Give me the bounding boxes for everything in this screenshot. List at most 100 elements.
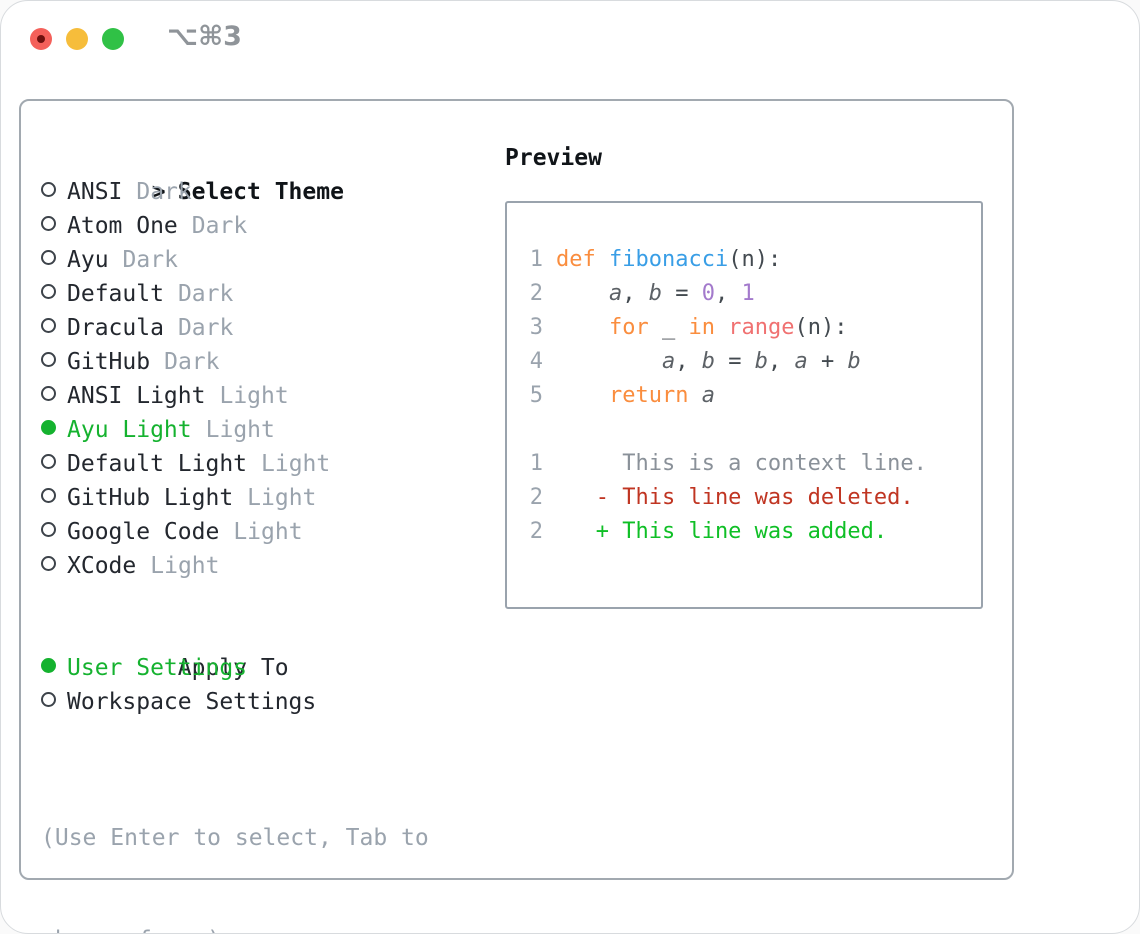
radio-circle-icon: [41, 216, 56, 231]
radio-selected-icon: [41, 413, 67, 447]
option-label: Default: [67, 281, 164, 307]
maximize-button[interactable]: [102, 28, 124, 50]
minimize-button[interactable]: [66, 28, 88, 50]
code-token: b: [701, 349, 715, 374]
code-token: [556, 349, 662, 374]
radio-circle-icon: [41, 692, 56, 707]
line-number: 5: [529, 383, 543, 408]
code-content: for _ in range(n):: [556, 315, 847, 340]
radio-circle-icon: [41, 488, 56, 503]
theme-variant-label: Light: [233, 519, 303, 545]
theme-option-ansi-light[interactable]: ANSI Light Light: [41, 379, 429, 413]
radio-circle-icon: [41, 250, 56, 265]
code-line: 2 - This line was deleted.: [529, 481, 973, 515]
option-label: Ayu: [67, 247, 109, 273]
code-token: 0: [701, 281, 715, 306]
code-token: + This line was added.: [556, 519, 888, 544]
radio-circle-icon: [41, 420, 56, 435]
radio-circle-icon: [41, 454, 56, 469]
code-token: b: [847, 349, 861, 374]
radio-circle-icon: [41, 318, 56, 333]
line-number: 3: [529, 315, 543, 340]
theme-option-github-light[interactable]: GitHub Light Light: [41, 481, 429, 515]
radio-circle-icon: [41, 284, 56, 299]
prompt-caret-icon: >: [151, 179, 166, 205]
radio-unselected-icon: [41, 379, 67, 413]
code-token: [715, 315, 728, 340]
radio-circle-icon: [41, 658, 56, 673]
code-token: +: [807, 349, 848, 374]
theme-option-default[interactable]: Default Dark: [41, 277, 429, 311]
option-label: GitHub Light: [67, 485, 234, 511]
radio-unselected-icon: [41, 447, 67, 481]
option-label: Atom One: [67, 213, 178, 239]
theme-variant-label: Light: [219, 383, 289, 409]
theme-variant-label: Dark: [191, 213, 248, 239]
radio-unselected-icon: [41, 515, 67, 549]
theme-option-google-code[interactable]: Google Code Light: [41, 515, 429, 549]
line-number: 1: [529, 451, 543, 476]
code-token: ,: [622, 281, 649, 306]
code-token: 1: [741, 281, 755, 306]
option-label: GitHub: [67, 349, 151, 375]
titlebar: ⌥⌘3: [1, 1, 1139, 99]
hint-line-2: change focus): [41, 923, 429, 933]
code-content: return a: [556, 383, 715, 408]
apply-to-header: Apply To: [41, 617, 429, 681]
option-label: Google Code: [67, 519, 220, 545]
code-content: a, b = b, a + b: [556, 349, 861, 374]
code-token: _: [648, 315, 689, 340]
apply-to-title: Apply To: [177, 655, 289, 681]
spacer: [41, 719, 429, 753]
code-token: - This line was deleted.: [556, 485, 914, 510]
theme-variant-label: Light: [247, 485, 317, 511]
code-content: This is a context line.: [556, 451, 927, 476]
radio-circle-icon: [41, 352, 56, 367]
code-token: in: [688, 315, 715, 340]
radio-unselected-icon: [41, 549, 67, 583]
option-label: ANSI Light: [67, 383, 206, 409]
select-theme-header: >Select Theme: [41, 141, 429, 205]
radio-unselected-icon: [41, 175, 67, 209]
code-line: 5 return a: [529, 379, 973, 413]
code-line: 1 def fibonacci(n):: [529, 243, 973, 277]
theme-variant-label: Light: [205, 417, 275, 443]
code-content: def fibonacci(n):: [556, 247, 781, 272]
option-label: Workspace Settings: [67, 689, 317, 715]
code-token: a: [608, 281, 623, 306]
code-token: a: [701, 383, 715, 408]
apply-option-workspace-settings[interactable]: Workspace Settings: [41, 685, 429, 719]
theme-variant-label: Dark: [122, 247, 178, 273]
theme-option-atom-one[interactable]: Atom One Dark: [41, 209, 429, 243]
option-label: User Settings: [67, 655, 248, 681]
line-number: 1: [529, 247, 543, 272]
radio-unselected-icon: [41, 685, 67, 719]
theme-option-ayu[interactable]: Ayu Dark: [41, 243, 429, 277]
code-token: [556, 315, 609, 340]
code-token: range: [728, 315, 795, 340]
close-button[interactable]: [30, 28, 52, 50]
code-token: return: [608, 383, 689, 408]
code-token: a: [794, 349, 808, 374]
line-number: 4: [529, 349, 543, 374]
hint-line-1: (Use Enter to select, Tab to: [41, 825, 429, 851]
theme-variant-label: Dark: [177, 281, 234, 307]
apply-option-user-settings[interactable]: User Settings: [41, 651, 429, 685]
code-token: (n):: [794, 315, 848, 340]
radio-circle-icon: [41, 182, 56, 197]
code-token: This is a context line.: [556, 451, 927, 476]
theme-variant-label: Dark: [136, 179, 192, 205]
code-token: b: [648, 281, 662, 306]
edited-indicator-dot: [37, 35, 45, 43]
